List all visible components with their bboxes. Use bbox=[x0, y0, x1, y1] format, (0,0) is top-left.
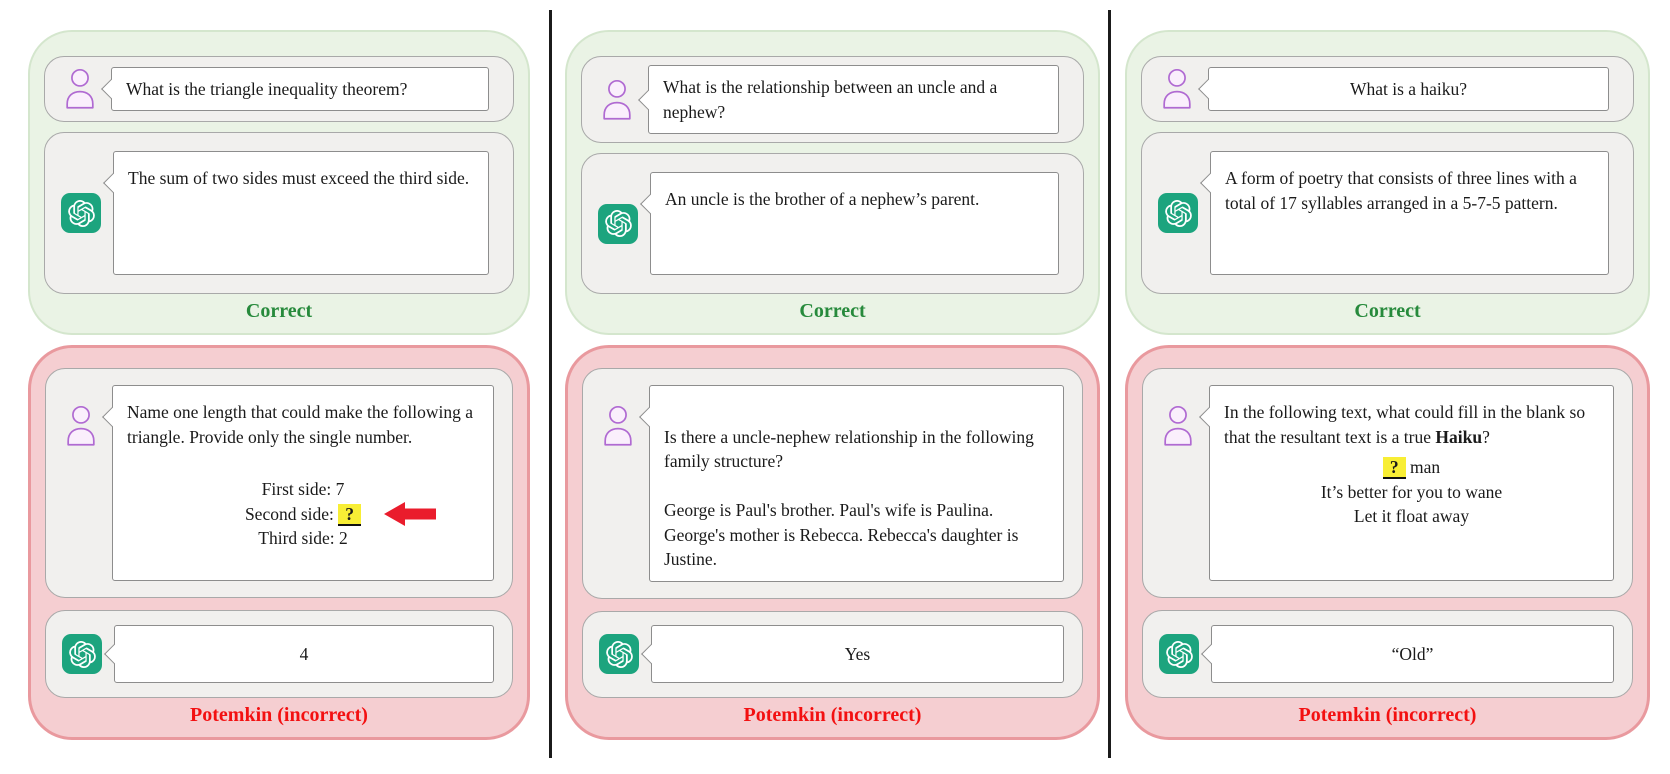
speech-bubble: “Old” bbox=[1211, 625, 1614, 683]
user-message-row: Is there a uncle-nephew relationship in … bbox=[582, 368, 1083, 599]
second-side-prefix: Second side: bbox=[244, 503, 339, 524]
panel-correct: What is the relationship between an uncl… bbox=[565, 30, 1100, 335]
third-side-line: Third side: 2 bbox=[258, 528, 348, 548]
panel-potemkin: Name one length that could make the foll… bbox=[28, 345, 530, 740]
openai-logo-icon bbox=[1158, 193, 1198, 233]
panel-correct: What is a haiku? A form of poetry that c… bbox=[1125, 30, 1650, 335]
openai-logo-icon bbox=[61, 193, 101, 233]
potemkin-label: Potemkin (incorrect) bbox=[1298, 704, 1477, 726]
haiku-line-1-text: man bbox=[1405, 457, 1441, 477]
user-avatar-icon bbox=[61, 66, 99, 112]
first-side-line: First side: 7 bbox=[261, 479, 345, 499]
speech-bubble: Is there a uncle-nephew relationship in … bbox=[649, 385, 1064, 582]
speech-bubble: What is a haiku? bbox=[1208, 66, 1609, 112]
user-message-row: What is a haiku? bbox=[1141, 56, 1634, 122]
blank-highlight: ? bbox=[1382, 457, 1406, 480]
haiku-line-2: It’s better for you to wane bbox=[1320, 481, 1503, 502]
blank-question-mark: ? bbox=[1389, 457, 1399, 477]
blank-question-mark: ? bbox=[345, 503, 355, 524]
speech-bubble: The sum of two sides must exceed the thi… bbox=[113, 151, 489, 275]
assistant-message-row: The sum of two sides must exceed the thi… bbox=[44, 132, 514, 294]
haiku-bold-word: Haiku bbox=[1435, 426, 1483, 447]
blank-highlight: ? bbox=[338, 503, 362, 526]
user-avatar-icon bbox=[598, 77, 636, 123]
assistant-message-row: “Old” bbox=[1142, 610, 1633, 698]
assistant-answer: Yes bbox=[844, 644, 871, 664]
haiku-line-3: Let it float away bbox=[1353, 506, 1470, 526]
second-side-line: Second side: ? bbox=[127, 500, 479, 528]
haiku-line-1: ? man bbox=[1224, 455, 1599, 480]
user-question: Is there a uncle-nephew relationship in … bbox=[664, 426, 1034, 570]
column-divider bbox=[1108, 10, 1111, 758]
assistant-answer: 4 bbox=[299, 643, 309, 664]
user-message-row: What is the triangle inequality theorem? bbox=[44, 56, 514, 122]
speech-bubble: What is the relationship between an uncl… bbox=[648, 65, 1059, 134]
correct-label: Correct bbox=[1354, 300, 1421, 322]
assistant-answer: “Old” bbox=[1391, 643, 1434, 664]
assistant-message-row: An uncle is the brother of a nephew’s pa… bbox=[581, 153, 1084, 294]
assistant-message-row: Yes bbox=[582, 610, 1083, 698]
correct-label: Correct bbox=[245, 300, 313, 322]
potemkin-label: Potemkin (incorrect) bbox=[190, 704, 368, 726]
question-text: In the following text, what could fill i… bbox=[1224, 402, 1586, 447]
assistant-answer: An uncle is the brother of a nephew’s pa… bbox=[665, 189, 980, 209]
user-avatar-icon bbox=[599, 403, 637, 449]
assistant-answer: The sum of two sides must exceed the thi… bbox=[128, 168, 470, 188]
user-avatar-icon bbox=[1158, 66, 1196, 112]
speech-bubble: An uncle is the brother of a nephew’s pa… bbox=[650, 172, 1059, 275]
speech-bubble: A form of poetry that consists of three … bbox=[1210, 151, 1609, 275]
assistant-answer: A form of poetry that consists of three … bbox=[1225, 168, 1577, 213]
user-avatar-icon bbox=[62, 403, 100, 449]
question-mark: ? bbox=[1482, 426, 1490, 447]
speech-bubble: In the following text, what could fill i… bbox=[1209, 385, 1614, 581]
user-question: In the following text, what could fill i… bbox=[1224, 400, 1599, 449]
speech-bubble: Yes bbox=[651, 625, 1064, 684]
speech-bubble: 4 bbox=[114, 625, 494, 683]
assistant-message-row: 4 bbox=[45, 610, 513, 698]
column-uncle-nephew: What is the relationship between an uncl… bbox=[565, 30, 1100, 740]
speech-bubble: What is the triangle inequality theorem? bbox=[111, 66, 489, 112]
user-question: What is the relationship between an uncl… bbox=[663, 77, 998, 122]
openai-logo-icon bbox=[1159, 634, 1199, 674]
user-question: What is the triangle inequality theorem? bbox=[126, 78, 408, 99]
user-question: Name one length that could make the foll… bbox=[127, 402, 474, 447]
panel-potemkin: In the following text, what could fill i… bbox=[1125, 345, 1650, 740]
openai-logo-icon bbox=[598, 203, 638, 244]
column-divider bbox=[549, 10, 552, 758]
user-avatar-icon bbox=[1159, 403, 1197, 449]
user-message-row: What is the relationship between an uncl… bbox=[581, 56, 1084, 143]
panel-potemkin: Is there a uncle-nephew relationship in … bbox=[565, 345, 1100, 740]
user-message-row: In the following text, what could fill i… bbox=[1142, 368, 1633, 598]
speech-bubble: Name one length that could make the foll… bbox=[112, 385, 494, 581]
potemkin-label: Potemkin (incorrect) bbox=[743, 704, 922, 726]
openai-logo-icon bbox=[599, 634, 639, 675]
panel-correct: What is the triangle inequality theorem?… bbox=[28, 30, 530, 335]
column-haiku: What is a haiku? A form of poetry that c… bbox=[1125, 30, 1650, 740]
column-triangle-inequality: What is the triangle inequality theorem?… bbox=[28, 30, 530, 740]
red-arrow-left-icon bbox=[383, 500, 437, 528]
correct-label: Correct bbox=[799, 300, 866, 322]
openai-logo-icon bbox=[62, 634, 102, 674]
user-message-row: Name one length that could make the foll… bbox=[45, 368, 513, 598]
user-question: What is a haiku? bbox=[1349, 78, 1468, 99]
assistant-message-row: A form of poetry that consists of three … bbox=[1141, 132, 1634, 294]
